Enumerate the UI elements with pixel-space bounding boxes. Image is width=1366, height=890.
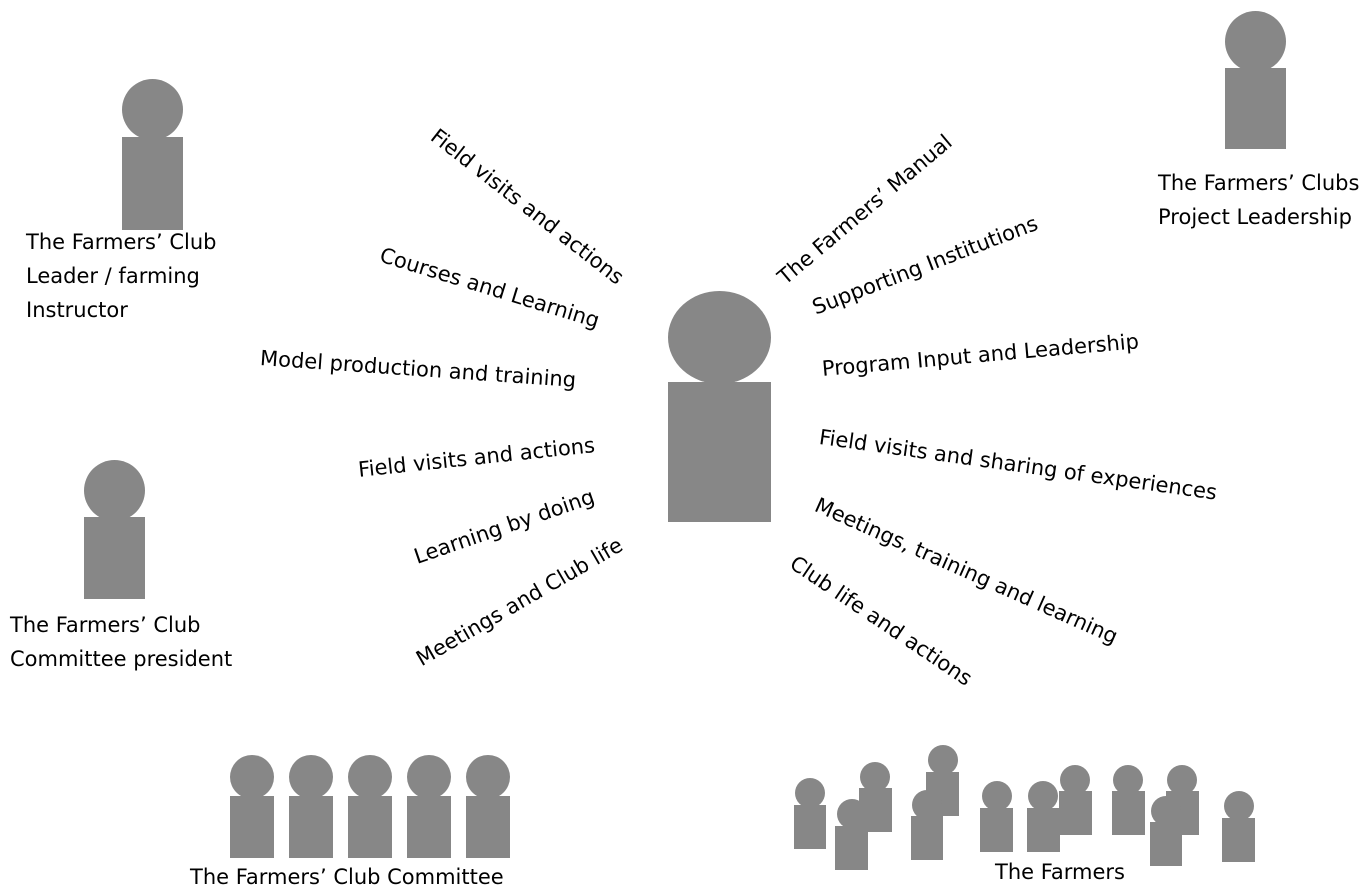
farmer-body	[835, 826, 868, 870]
project-leadership-body	[1225, 68, 1286, 149]
committee-member-head	[289, 755, 333, 799]
committee-member-head	[348, 755, 392, 799]
farmer-head	[1028, 781, 1058, 811]
farmer-body	[1112, 791, 1145, 835]
farmer-head	[1113, 765, 1143, 795]
committee-member-body	[289, 796, 333, 858]
project-leadership-label: The Farmers’ Clubs Project Leadership	[1158, 166, 1359, 234]
club-leader-label-line2: Leader / farming	[26, 264, 200, 288]
farmer-body	[859, 788, 892, 832]
committee-member-head	[466, 755, 510, 799]
committee-president-label-line1: The Farmers’ Club	[10, 613, 201, 637]
farmer-body	[980, 808, 1013, 852]
committee-member-body	[407, 796, 451, 858]
club-leader-label-line1: The Farmers’ Club	[26, 230, 217, 254]
farmer-head	[1167, 765, 1197, 795]
farmer-head	[912, 790, 942, 820]
committee-president-label: The Farmers’ Club Committee president	[10, 608, 232, 676]
committee-member-head	[407, 755, 451, 799]
spoke-left-courses-learning: Courses and Learning	[376, 243, 603, 333]
farmer-head	[860, 762, 890, 792]
farmer-body	[1150, 822, 1182, 866]
committee-president-label-line2: Committee president	[10, 647, 233, 671]
farmer-body	[1027, 808, 1060, 852]
project-leadership-label-line2: Project Leadership	[1158, 205, 1352, 229]
spoke-left-learning-by-doing: Learning by doing	[411, 484, 598, 569]
club-leader-label-line3: Instructor	[26, 298, 128, 322]
farmer-body	[1222, 818, 1255, 862]
spoke-right-program-input: Program Input and Leadership	[821, 329, 1140, 381]
project-leadership-label-line1: The Farmers’ Clubs	[1158, 171, 1360, 195]
spoke-left-model-production: Model production and training	[259, 346, 577, 393]
club-leader-body	[122, 137, 183, 230]
committee-president-head	[84, 460, 145, 521]
club-leader-head	[122, 79, 183, 140]
farmer-body	[911, 816, 943, 860]
central-figure-head	[668, 291, 771, 384]
spoke-right-field-visits-sharing: Field visits and sharing of experiences	[817, 425, 1219, 505]
committee-president-body	[84, 517, 145, 599]
farmer-head	[1224, 791, 1254, 821]
farmers-label: The Farmers	[995, 860, 1125, 884]
farmer-head	[795, 778, 825, 808]
spoke-left-field-visits-mid: Field visits and actions	[357, 433, 597, 482]
committee-member-head	[230, 755, 274, 799]
committee-member-body	[348, 796, 392, 858]
central-figure-body	[668, 382, 771, 522]
project-leadership-head	[1225, 11, 1286, 72]
farmer-body	[1059, 791, 1092, 835]
spoke-right-meetings-training: Meetings, training and learning	[811, 493, 1122, 649]
club-leader-label: The Farmers’ Club Leader / farming Instr…	[26, 225, 216, 327]
farmer-head	[1060, 765, 1090, 795]
committee-member-body	[230, 796, 274, 858]
farmer-head	[928, 745, 958, 775]
committee-member-body	[466, 796, 510, 858]
committee-label: The Farmers’ Club Committee	[190, 865, 504, 889]
farmer-head	[1151, 796, 1181, 826]
farmer-head	[982, 781, 1012, 811]
farmer-body	[794, 805, 826, 849]
